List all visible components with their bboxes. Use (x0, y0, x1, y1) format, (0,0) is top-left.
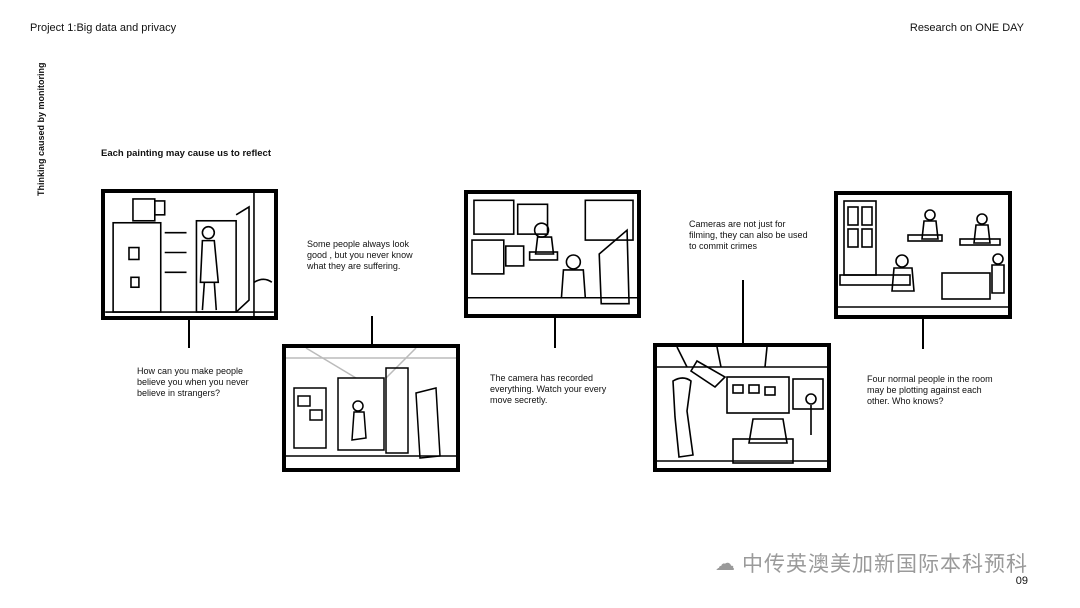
caption-3: The camera has recorded everything. Watc… (490, 373, 607, 405)
caption-connector-2 (371, 316, 373, 344)
page-number: 09 (1015, 575, 1028, 587)
caption-connector-3 (554, 318, 556, 348)
sketch-mannequin-room (657, 347, 827, 464)
storyboard-panel-3 (464, 190, 641, 318)
side-label: Thinking caused by monitoring (36, 62, 46, 196)
sketch-office-workers (468, 199, 637, 305)
caption-connector-5 (922, 319, 924, 349)
wechat-icon: ☁ (715, 552, 736, 575)
project-title: Project 1:Big data and privacy (30, 22, 177, 34)
caption-5: Four normal people in the room may be pl… (867, 374, 993, 406)
storyboard-panel-5 (834, 191, 1012, 319)
sketch-four-people-room (838, 200, 1008, 308)
sketch-fridge-room (105, 193, 274, 316)
research-title: Research on ONE DAY (909, 22, 1024, 34)
caption-connector-4 (742, 280, 744, 343)
section-subheading: Each painting may cause us to reflect (101, 148, 271, 159)
storyboard-panel-4 (653, 343, 831, 472)
caption-4: Cameras are not just for filming, they c… (689, 219, 808, 251)
watermark: ☁ 中传英澳美加新国际本科预科 (715, 548, 1028, 578)
storyboard-panel-2 (282, 344, 460, 472)
storyboard-panel-1 (101, 189, 278, 320)
watermark-text: 中传英澳美加新国际本科预科 (742, 553, 1028, 576)
caption-connector-1 (188, 320, 190, 348)
caption-2: Some people always look good , but you n… (307, 239, 413, 271)
sketch-office-lamp (286, 348, 456, 459)
caption-1: How can you make people believe you when… (137, 366, 249, 398)
